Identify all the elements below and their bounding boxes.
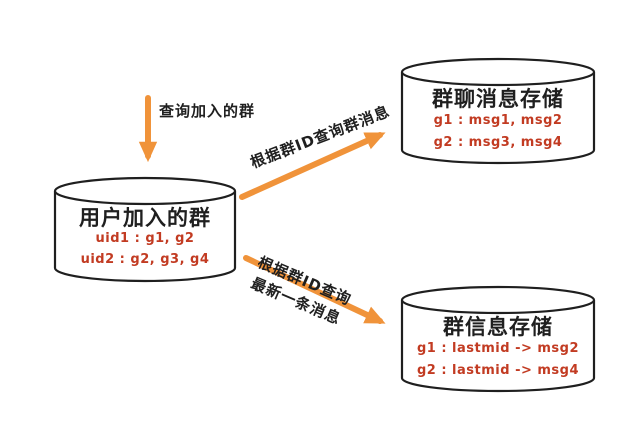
group-info-row: g2 : lastmid -> msg4 <box>416 363 580 378</box>
query-joined-label: 查询加入的群 <box>159 102 256 120</box>
group-messages-row: g2 : msg3, msg4 <box>433 135 563 150</box>
user-groups-row: uid2 : g2, g3, g4 <box>80 252 210 267</box>
user-groups-cylinder <box>53 176 237 283</box>
group-info-row: g1 : lastmid -> msg2 <box>416 341 580 356</box>
query-group-messages-arrow <box>239 132 386 200</box>
group-messages-cylinder <box>400 57 596 165</box>
group-messages-row: g1 : msg1, msg2 <box>433 113 563 128</box>
group-info-title: 群信息存储 <box>443 315 553 339</box>
query-latest-message-arrow <box>243 255 386 324</box>
group-messages-title: 群聊消息存储 <box>432 87 564 111</box>
user-groups-title: 用户加入的群 <box>79 206 211 230</box>
group-info-cylinder <box>400 285 596 393</box>
user-groups-row: uid1 : g1, g2 <box>95 231 195 246</box>
